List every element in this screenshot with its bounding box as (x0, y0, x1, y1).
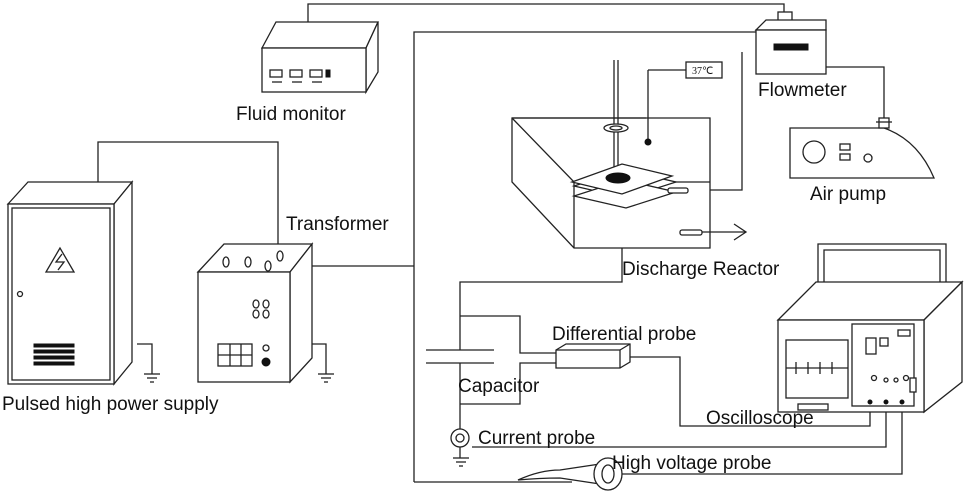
air-pump-label: Air pump (810, 184, 886, 205)
transformer-label: Transformer (286, 214, 389, 235)
fluid-monitor-label: Fluid monitor (236, 104, 346, 125)
ground-symbols (144, 373, 469, 467)
fluid-monitor-displays (269, 69, 331, 83)
high-voltage-warning-icon (44, 246, 76, 273)
vent-grille (33, 343, 75, 366)
discharge-reactor-label: Discharge Reactor (622, 259, 780, 280)
ground-icon (144, 373, 160, 383)
discharge-reactor-device (511, 60, 748, 249)
flowmeter-label: Flowmeter (758, 80, 847, 101)
ground-icon (318, 373, 334, 383)
temperature-readout: 37℃ (692, 66, 713, 77)
ground-icon (453, 457, 469, 467)
fluid-monitor-device (260, 21, 380, 95)
air-pump-device (789, 117, 935, 179)
transformer-device (196, 242, 314, 384)
pulsed-power-supply-device (6, 180, 134, 386)
pulsed-power-supply-label: Pulsed high power supply (2, 394, 219, 415)
flowmeter-device (754, 11, 827, 75)
current-probe-label: Current probe (478, 428, 595, 449)
capacitor-label: Capacitor (458, 376, 540, 397)
oscilloscope-device (776, 243, 964, 414)
capacitor-symbol (426, 349, 494, 364)
oscilloscope-label: Oscilloscope (706, 408, 814, 429)
temperature-display: 37℃ (685, 61, 723, 79)
high-voltage-probe-device (517, 457, 623, 491)
high-voltage-probe-label: High voltage probe (612, 453, 772, 474)
current-probe-device (450, 428, 470, 458)
differential-probe-label: Differential probe (552, 324, 696, 345)
differential-probe-device (555, 343, 631, 369)
